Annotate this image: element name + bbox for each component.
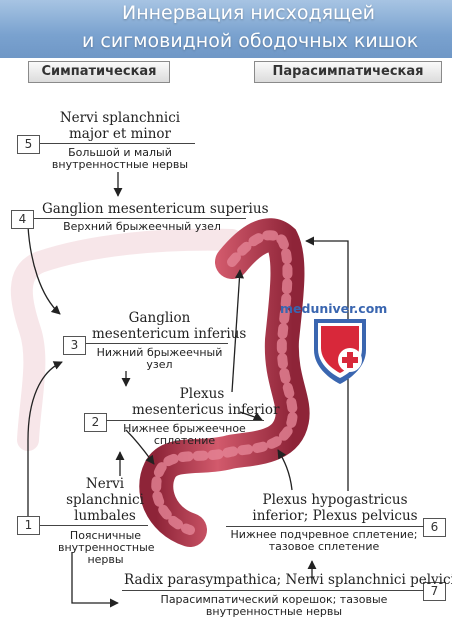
parasympathetic-header: Парасимпатическая (254, 61, 442, 83)
latin-1-line1: Nervi (85, 476, 125, 492)
title-line-2: и сигмовидной ободочных кишок (82, 30, 419, 52)
descending-sigmoid-colon (139, 218, 310, 547)
underline-2 (106, 420, 264, 421)
latin-7: Radix parasympathica; Nervi splanchnici … (124, 572, 452, 588)
underline-1 (40, 525, 148, 526)
latin-5-line1: Nervi splanchnici (59, 110, 181, 126)
label-number-3: 3 (63, 336, 86, 355)
underline-3 (86, 343, 228, 344)
latin-3-line2: mesentericum inferius (92, 326, 247, 342)
label-number-5: 5 (17, 135, 40, 154)
latin-6-line1: Plexus hypogastricus (262, 492, 408, 508)
russian-1-line2: внутренностные (58, 541, 155, 554)
latin-5-line2: major et minor (68, 126, 171, 142)
russian-6-line1: Нижнее подчревное сплетение; (230, 528, 418, 541)
russian-3-line2: узел (146, 358, 173, 371)
latin-2-line1: Plexus (179, 386, 225, 402)
latin-2-line2: mesentericus inferior (132, 402, 280, 418)
underline-7 (122, 590, 424, 591)
russian-3-line1: Нижний брыжеечный (96, 346, 223, 359)
latin-1-line3: lumbales (74, 508, 136, 524)
label-number-6: 6 (423, 518, 446, 537)
latin-6-line2: inferior; Plexus pelvicus (252, 508, 418, 524)
russian-5-line1: Большой и малый (68, 146, 172, 159)
logo-shield-icon (314, 319, 366, 384)
underline-4 (34, 218, 246, 219)
latin-1-line2: splanchnici (66, 492, 144, 508)
latin-4: Ganglion mesentericum superius (42, 201, 269, 217)
title-bar: Иннервация нисходящей и сигмовидной обод… (0, 0, 452, 58)
russian-7-line2: внутренностные нервы (205, 605, 343, 618)
latin-3-line1: Ganglion (128, 310, 191, 326)
russian-4: Верхний брыжеечный узел (63, 220, 221, 233)
russian-7-line1: Парасимпатический корешок; тазовые (160, 593, 388, 606)
sympathetic-header: Симпатическая (28, 61, 170, 83)
label-number-2: 2 (84, 413, 107, 432)
russian-2-line2: сплетение (153, 434, 216, 447)
underline-6 (226, 526, 424, 527)
russian-1-line1: Поясничные (69, 529, 142, 542)
label-number-7: 7 (423, 582, 446, 601)
underline-5 (40, 143, 195, 144)
label-number-1: 1 (17, 516, 40, 535)
russian-5-line2: внутренностные нервы (51, 158, 189, 171)
label-number-4: 4 (11, 210, 34, 229)
russian-1-line3: нервы (87, 553, 124, 566)
arrow-group (27, 172, 349, 608)
faint-colon-outline (10, 228, 243, 451)
watermark-text: meduniver.com (280, 301, 388, 316)
russian-6-line2: тазовое сплетение (268, 540, 380, 553)
title-line-1: Иннервация нисходящей (122, 2, 375, 24)
russian-2-line1: Нижнее брыжеечное (123, 422, 246, 435)
